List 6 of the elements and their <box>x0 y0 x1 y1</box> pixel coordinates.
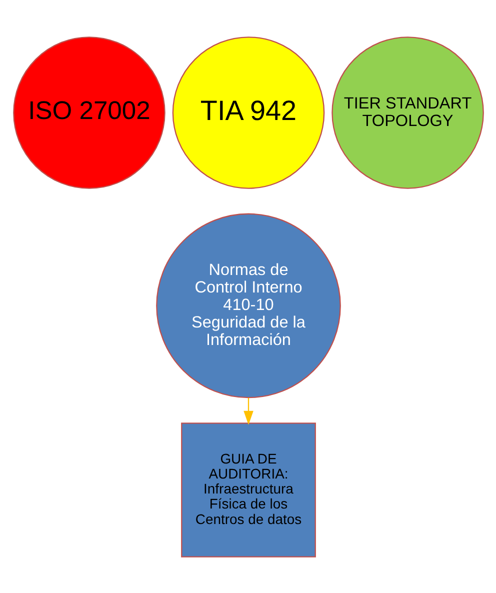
arrow <box>243 397 253 424</box>
node-circle: Normas de Control Interno 410-10 Seguridad de la Información <box>156 212 340 398</box>
node-circle: TIA 942 <box>172 36 324 188</box>
node-box: GUIA DE AUDITORIA: Infraestructura Física de los Centros de datos <box>180 422 316 557</box>
node-circle: TIER STANDART TOPOLOGY <box>331 36 484 188</box>
node-circle: ISO 27002 <box>12 36 165 188</box>
